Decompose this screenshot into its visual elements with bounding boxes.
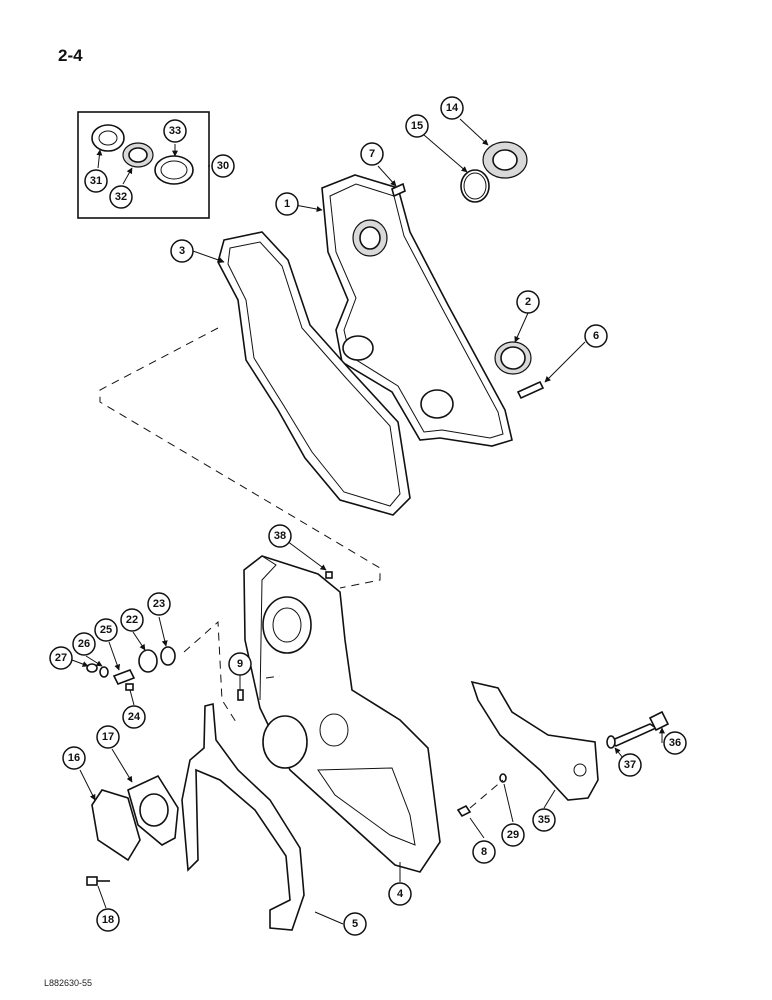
cover-hole-lower: [420, 389, 454, 419]
callout-37: 37: [618, 753, 642, 777]
svg-text:5: 5: [352, 918, 358, 930]
bolt-24: [125, 683, 134, 691]
svg-text:33: 33: [169, 125, 181, 137]
cover-plate-16: [91, 789, 141, 862]
gear-housing: [243, 555, 441, 873]
washer-26: [99, 666, 109, 678]
svg-text:32: 32: [115, 191, 127, 203]
callout-2: 2: [516, 290, 540, 314]
callout-18: 18: [96, 908, 120, 932]
callout-8: 8: [472, 840, 496, 864]
callout-30: 30: [211, 154, 235, 178]
bolt-7: [391, 182, 406, 198]
svg-text:27: 27: [55, 652, 67, 664]
callout-26: 26: [72, 632, 96, 656]
callout-15: 15: [405, 114, 429, 138]
callout-35: 35: [532, 808, 556, 832]
nut-27: [86, 663, 98, 673]
bolt-8: [456, 804, 472, 818]
housing-bore-upper: [262, 596, 312, 654]
svg-text:15: 15: [411, 120, 423, 132]
callout-14: 14: [440, 96, 464, 120]
svg-text:18: 18: [102, 914, 114, 926]
svg-text:30: 30: [217, 160, 229, 172]
callout-6: 6: [584, 324, 608, 348]
svg-text:9: 9: [237, 658, 243, 670]
svg-text:1: 1: [284, 198, 290, 210]
housing-bore-lower: [262, 715, 308, 769]
svg-text:37: 37: [624, 759, 636, 771]
callout-36: 36: [663, 731, 687, 755]
seal-31-outer: [91, 124, 125, 152]
callout-33: 33: [163, 119, 187, 143]
callout-1: 1: [275, 192, 299, 216]
bracket-35: [470, 680, 599, 801]
bolt-18: [86, 876, 98, 886]
washer-37: [606, 735, 616, 749]
bolt-6: [516, 380, 545, 400]
callout-23: 23: [147, 592, 171, 616]
plug-38: [325, 571, 333, 579]
svg-text:22: 22: [126, 614, 138, 626]
svg-text:38: 38: [274, 530, 286, 542]
front-seal-parts: [460, 141, 528, 203]
svg-text:31: 31: [90, 175, 102, 187]
callout-27: 27: [49, 646, 73, 670]
svg-text:6: 6: [593, 330, 599, 342]
seal-kit-box: [77, 111, 210, 219]
figure-code: L882630-55: [44, 978, 93, 988]
callout-4: 4: [388, 882, 412, 906]
callout-24: 24: [122, 705, 146, 729]
svg-text:2: 2: [525, 296, 531, 308]
callout-38: 38: [268, 524, 292, 548]
svg-text:26: 26: [78, 638, 90, 650]
callout-9: 9: [228, 652, 252, 676]
svg-text:14: 14: [446, 102, 459, 114]
svg-text:23: 23: [153, 598, 165, 610]
svg-text:3: 3: [179, 245, 185, 257]
callout-7: 7: [360, 142, 384, 166]
callout-25: 25: [94, 618, 118, 642]
callout-5: 5: [343, 912, 367, 936]
bolt-36: [608, 723, 658, 747]
breather-assembly: [86, 646, 176, 691]
svg-text:35: 35: [538, 814, 550, 826]
callout-22: 22: [120, 608, 144, 632]
svg-text:16: 16: [68, 752, 80, 764]
page-number: 2-4: [58, 46, 83, 65]
callout-32: 32: [109, 185, 133, 209]
pin-9: [237, 689, 244, 701]
cover-gasket: [217, 231, 411, 516]
callout-16: 16: [62, 746, 86, 770]
svg-text:4: 4: [397, 888, 404, 900]
callout-3: 3: [170, 239, 194, 263]
svg-text:7: 7: [369, 148, 375, 160]
fitting-25: [112, 668, 136, 686]
callout-31: 31: [84, 169, 108, 193]
svg-text:17: 17: [102, 731, 114, 743]
callout-29: 29: [501, 823, 525, 847]
ring-15: [460, 169, 490, 203]
pin-29: [499, 773, 507, 783]
callout-17: 17: [96, 725, 120, 749]
svg-text:36: 36: [669, 737, 681, 749]
seal-23: [160, 646, 176, 666]
housing-gasket: [181, 702, 305, 931]
svg-text:25: 25: [100, 624, 112, 636]
adapter-22: [138, 649, 158, 673]
svg-text:24: 24: [128, 711, 141, 723]
cover-hole-upper: [342, 335, 374, 361]
svg-text:29: 29: [507, 829, 519, 841]
svg-text:8: 8: [481, 846, 487, 858]
